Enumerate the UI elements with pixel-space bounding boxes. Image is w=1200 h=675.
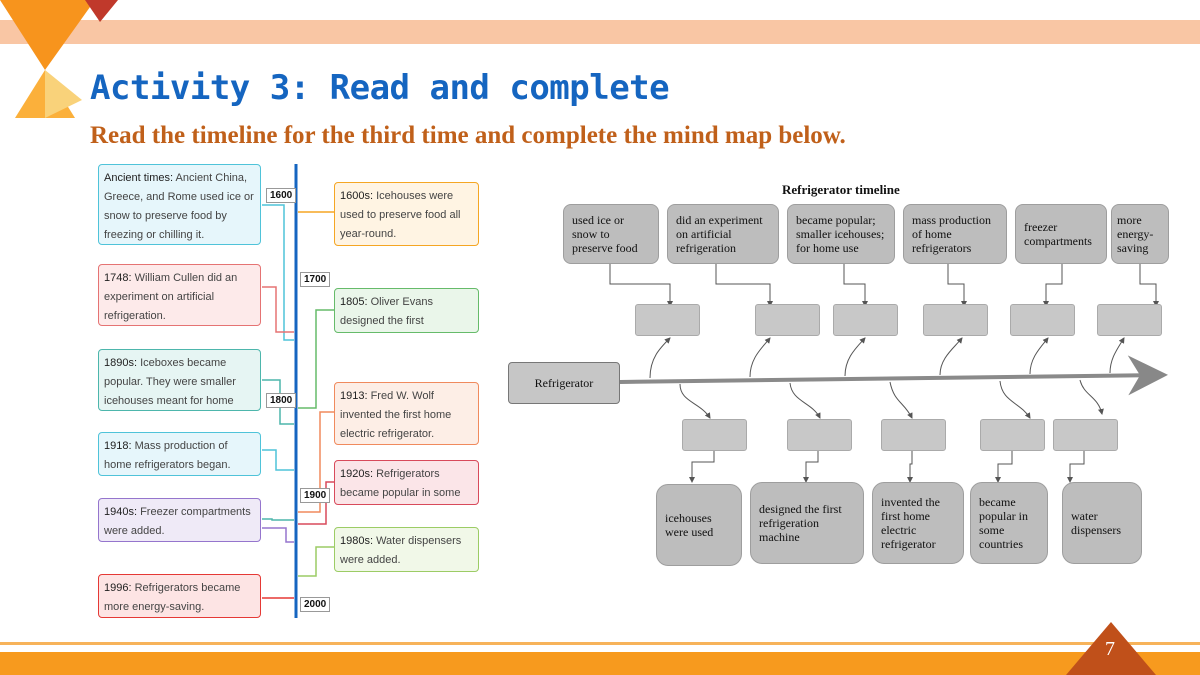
mind-map-top-box: used ice or snow to preserve food [563,204,659,264]
answer-blank[interactable] [682,419,747,451]
event-date: 1980s: [340,535,374,547]
corner-decoration-icon [0,0,118,118]
answer-blank[interactable] [833,304,898,336]
event-date: Ancient times: [104,172,174,184]
answer-blank[interactable] [1053,419,1118,451]
event-date: 1913: [340,390,368,402]
mind-map-bottom-box: became popular in some countries [970,482,1048,564]
year-label: 1700 [300,272,331,287]
event-text: Oliver Evans designed the first refriger… [340,296,433,327]
event-text: Ancient China, Greece, and Rome used ice… [104,172,254,241]
timeline-event-1918: 1918: Mass production of home refrigerat… [98,432,261,476]
answer-blank[interactable] [881,419,946,451]
event-date: 1600s: [340,190,374,202]
event-text: Refrigerators became popular in some cou… [340,468,461,499]
page-number: 7 [1105,638,1115,660]
page-subtitle: Read the timeline for the third time and… [90,122,846,149]
timeline-event-1748: 1748: William Cullen did an experiment o… [98,264,261,326]
mind-map-bottom-box: icehouses were used [656,484,742,566]
answer-blank[interactable] [755,304,820,336]
event-date: 1805: [340,296,368,308]
answer-blank[interactable] [1097,304,1162,336]
page-title: Activity 3: Read and complete [90,68,670,108]
mind-map-top-box: did an experiment on artificial refriger… [667,204,779,264]
mind-map-bottom-box: water dispensers [1062,482,1142,564]
timeline-connectors [262,164,334,618]
event-text: Water dispensers were added. [340,535,462,566]
event-text: Refrigerators became more energy-saving. [104,582,241,613]
timeline-event-1980s: 1980s: Water dispensers were added. [334,527,479,572]
event-text: Freezer compartments were added. [104,506,251,537]
page-number-badge-icon [1066,622,1156,675]
mind-map-bottom-box: designed the first refrigeration machine [750,482,864,564]
footer-line [0,642,1200,645]
timeline-event-1600s: 1600s: Icehouses were used to preserve f… [334,182,479,246]
event-date: 1890s: [104,357,138,369]
answer-blank[interactable] [635,304,700,336]
event-text: William Cullen did an experiment on arti… [104,272,238,322]
event-date: 1996: [104,582,132,594]
year-label: 1600 [266,188,297,203]
timeline-event-1996: 1996: Refrigerators became more energy-s… [98,574,261,618]
mind-map-top-box: more energy-saving [1111,204,1169,264]
event-date: 1940s: [104,506,138,518]
year-label: 1800 [266,393,297,408]
answer-blank[interactable] [787,419,852,451]
timeline-event-ancient: Ancient times: Ancient China, Greece, an… [98,164,261,245]
timeline-event-1920s: 1920s: Refrigerators became popular in s… [334,460,479,505]
event-text: Iceboxes became popular. They were small… [104,357,236,407]
header-band [0,20,1200,44]
event-date: 1748: [104,272,132,284]
mind-map-top-box: became popular; smaller icehouses; for h… [787,204,895,264]
mind-map-connectors [609,264,1168,483]
answer-blank[interactable] [1010,304,1075,336]
year-label: 2000 [300,597,331,612]
timeline-event-1805: 1805: Oliver Evans designed the first re… [334,288,479,333]
event-date: 1920s: [340,468,374,480]
mind-map-top-box: freezer compartments [1015,204,1107,264]
event-text: Icehouses were used to preserve food all… [340,190,461,240]
mind-map-root: Refrigerator [508,362,620,404]
timeline-event-1940s: 1940s: Freezer compartments were added. [98,498,261,542]
timeline-event-1890s: 1890s: Iceboxes became popular. They wer… [98,349,261,411]
event-text: Mass production of home refrigerators be… [104,440,231,471]
mind-map-top-box: mass production of home refrigerators [903,204,1007,264]
event-date: 1918: [104,440,132,452]
year-label: 1900 [300,488,331,503]
footer-band [0,652,1200,675]
answer-blank[interactable] [923,304,988,336]
event-text: Fred W. Wolf invented the first home ele… [340,390,452,440]
mind-map-title: Refrigerator timeline [782,182,900,197]
answer-blank[interactable] [980,419,1045,451]
timeline-event-1913: 1913: Fred W. Wolf invented the first ho… [334,382,479,445]
mind-map-bottom-box: invented the first home electric refrige… [872,482,964,564]
